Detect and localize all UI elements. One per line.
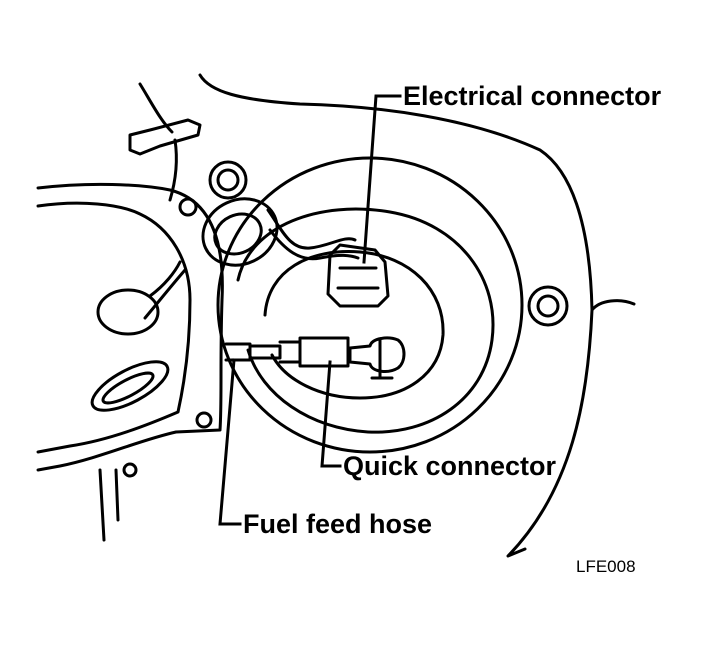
label-quick-connector: Quick connector xyxy=(343,451,557,481)
fuel-feed-hose-line xyxy=(98,468,120,542)
fuel-line xyxy=(224,342,252,362)
harness-wire xyxy=(266,208,357,250)
figure-code: LFE008 xyxy=(576,557,636,576)
label-electrical-connector: Electrical connector xyxy=(403,81,662,111)
body-panel-outline xyxy=(198,73,636,558)
leader-fuel-hose xyxy=(218,358,242,526)
leader-quick xyxy=(320,360,342,468)
leader-electrical xyxy=(362,94,402,264)
mounting-ring xyxy=(236,207,495,434)
grommet-upper xyxy=(208,160,248,200)
access-opening-outer xyxy=(216,156,524,454)
quick-connector-shape xyxy=(348,336,406,373)
label-fuel-feed-hose: Fuel feed hose xyxy=(243,509,433,539)
grommet-right xyxy=(527,285,569,327)
harness-grommet xyxy=(201,197,279,267)
flange-bracket xyxy=(36,182,224,472)
pump-cap xyxy=(263,250,445,400)
electrical-connector-shape xyxy=(326,243,390,308)
wire-clip xyxy=(128,82,202,156)
